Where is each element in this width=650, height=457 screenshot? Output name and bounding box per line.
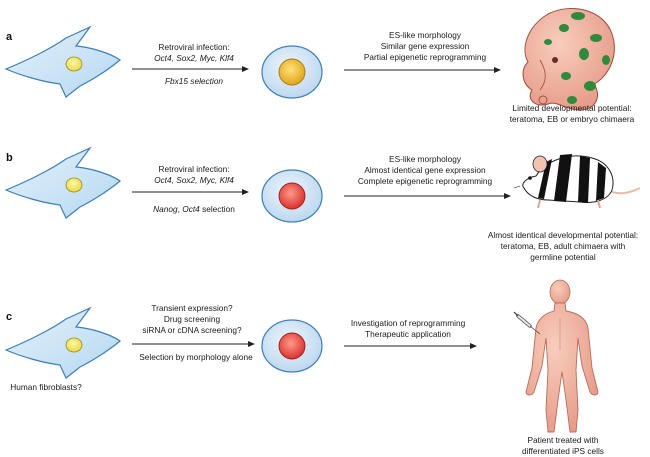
- step2-text-b: ES-like morphology Almost identical gene…: [358, 154, 493, 186]
- fibroblast-nucleus-b: [65, 177, 83, 193]
- factors-line-a: Oct4, Sox2, Myc, Klf4: [154, 53, 234, 63]
- panel-letter-b: b: [6, 152, 13, 164]
- outcome-line-a-0: Limited developmental potential:: [513, 103, 632, 113]
- step1-text-b: Retroviral infection: Oct4, Sox2, Myc, K…: [153, 164, 235, 214]
- step1-line-c-2: siRNA or cDNA screening?: [142, 325, 242, 335]
- fibroblast-cell-c: [4, 306, 121, 379]
- step2-line-c-0: Investigation of reprogramming: [351, 318, 466, 328]
- step2-line-b-1: Almost identical gene expression: [364, 165, 486, 175]
- step2-text-a: ES-like morphology Similar gene expressi…: [364, 30, 487, 62]
- step2-line-a-2: Partial epigenetic reprogramming: [364, 52, 487, 62]
- selection-line-b: Nanog, Oct4 selection: [153, 204, 235, 214]
- patient-figure-icon: [525, 279, 599, 433]
- selection-line-c: Selection by morphology alone: [139, 352, 253, 362]
- ips-cell-b: [261, 169, 323, 223]
- factors-line-b: Oct4, Sox2, Myc, Klf4: [154, 175, 234, 185]
- outcome-text-c: Patient treated with differentiated iPS …: [522, 435, 604, 456]
- panel-letter-c: c: [6, 311, 12, 323]
- step2-line-a-0: ES-like morphology: [389, 30, 462, 40]
- step1-line1-a: Retroviral infection:: [158, 42, 229, 52]
- step1-line1-b: Retroviral infection:: [158, 164, 229, 174]
- ips-nucleus-red-c: [278, 332, 306, 360]
- ips-nucleus-yellow-a: [278, 58, 306, 86]
- outcome-line-b-2: germline potential: [530, 252, 596, 262]
- panel-letter-a: a: [6, 31, 13, 43]
- step2-line-b-0: ES-like morphology: [389, 154, 462, 164]
- step1-line-c-0: Transient expression?: [151, 303, 233, 313]
- step2-line-a-1: Similar gene expression: [381, 41, 470, 51]
- selection-line-a: Fbx15 selection: [165, 76, 223, 86]
- step2-line-b-2: Complete epigenetic reprogramming: [358, 176, 493, 186]
- ips-nucleus-red-b: [278, 182, 306, 210]
- fibroblast-nucleus-a: [65, 56, 83, 72]
- step2-line-c-1: Therapeutic application: [365, 329, 451, 339]
- outcome-text-b: Almost identical developmental potential…: [488, 230, 638, 262]
- outcome-line-b-1: teratoma, EB, adult chimaera with: [501, 241, 626, 251]
- fibroblast-cell-a: [4, 25, 121, 98]
- outcome-line-c-1: differentiated iPS cells: [522, 446, 604, 456]
- chimaera-mouse-icon: [513, 154, 641, 209]
- step2-text-c: Investigation of reprogramming Therapeut…: [351, 318, 466, 339]
- ips-cell-a: [261, 45, 323, 99]
- syringe-icon: [513, 311, 541, 335]
- step1-text-c: Transient expression? Drug screening siR…: [139, 303, 253, 362]
- ips-cell-c: [261, 319, 323, 373]
- outcome-line-a-1: teratoma, EB or embryo chimaera: [510, 114, 635, 124]
- fibroblast-nucleus-c: [65, 337, 83, 353]
- fibroblast-cell-b: [4, 146, 121, 219]
- outcome-line-b-0: Almost identical developmental potential…: [488, 230, 638, 240]
- outcome-text-a: Limited developmental potential: teratom…: [510, 103, 635, 124]
- embryo-chimaera-icon: [522, 7, 615, 111]
- step1-line-c-1: Drug screening: [164, 314, 221, 324]
- outcome-line-c-0: Patient treated with: [527, 435, 598, 445]
- step1-text-a: Retroviral infection: Oct4, Sox2, Myc, K…: [154, 42, 234, 86]
- source-label-c: Human fibroblasts?: [10, 382, 82, 392]
